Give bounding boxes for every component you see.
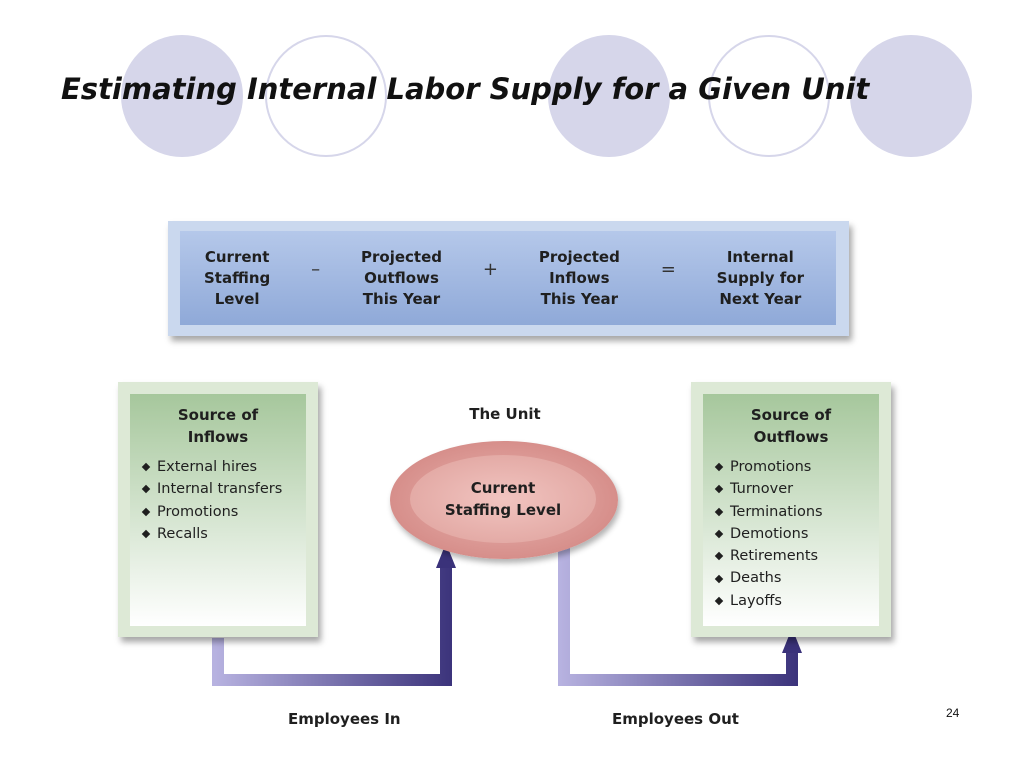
outflow-item-label: Layoffs xyxy=(730,592,782,609)
inflow-item-label: Internal transfers xyxy=(157,481,283,498)
equation-row: Current Staffing Level – Projected Outfl… xyxy=(180,231,836,325)
bullet-icon xyxy=(714,596,724,606)
unit-label: The Unit xyxy=(469,405,541,423)
outflows-list: Promotions Turnover Terminations Demotio… xyxy=(703,456,879,612)
outflow-item: Demotions xyxy=(713,523,879,545)
outflows-title: Source of Outflows xyxy=(750,406,832,446)
outflow-item: Turnover xyxy=(713,478,879,500)
employees-in-label: Employees In xyxy=(288,710,401,728)
plus-operator: + xyxy=(482,258,498,280)
outflow-item: Terminations xyxy=(713,501,879,523)
bullet-icon xyxy=(141,529,151,539)
equation-term-projected-inflows: Projected Inflows This Year xyxy=(538,247,620,308)
inflow-item: Recalls xyxy=(140,523,306,545)
outflow-item: Retirements xyxy=(713,545,879,567)
inflow-item: External hires xyxy=(140,456,306,478)
outflow-item-label: Demotions xyxy=(730,525,809,542)
outflows-panel: Source of Outflows Promotions Turnover T… xyxy=(703,394,879,626)
outflow-item-label: Retirements xyxy=(730,548,819,565)
inflows-title: Source of Inflows xyxy=(177,406,259,446)
decor-ring xyxy=(708,35,830,157)
employees-out-label: Employees Out xyxy=(612,710,739,728)
outflow-item-label: Promotions xyxy=(730,459,812,475)
equation-box: Current Staffing Level – Projected Outfl… xyxy=(168,221,849,336)
inflows-box: Source of Inflows External hires Interna… xyxy=(118,382,318,637)
employees-out-arrowhead xyxy=(782,628,802,653)
outflow-item-label: Turnover xyxy=(730,481,794,498)
outflow-item: Promotions xyxy=(713,456,879,478)
equation-term-internal-supply: Internal Supply for Next Year xyxy=(716,247,804,308)
outflow-item: Layoffs xyxy=(713,590,879,612)
inflow-item-label: External hires xyxy=(157,459,258,475)
inflow-item: Internal transfers xyxy=(140,478,306,500)
employees-in-arrowhead xyxy=(436,543,456,568)
outflow-item-label: Terminations xyxy=(730,503,823,520)
unit-oval: Current Staffing Level xyxy=(390,441,618,559)
bullet-icon xyxy=(714,552,724,561)
inflow-item: Promotions xyxy=(140,501,306,523)
decor-circle xyxy=(548,35,670,157)
decor-circle xyxy=(850,35,972,157)
equals-operator: = xyxy=(660,258,676,280)
inflows-panel: Source of Inflows External hires Interna… xyxy=(130,394,306,626)
inflow-item-label: Promotions xyxy=(157,503,239,520)
unit-oval-inner: Current Staffing Level xyxy=(410,455,596,543)
bullet-icon xyxy=(714,485,724,494)
bullet-icon xyxy=(141,507,151,516)
inflows-list: External hires Internal transfers Promot… xyxy=(130,456,306,545)
inflow-item-label: Recalls xyxy=(157,525,208,542)
bullet-icon xyxy=(141,462,151,472)
employees-in-arrow xyxy=(212,565,452,686)
bullet-icon xyxy=(714,462,724,472)
outflows-box: Source of Outflows Promotions Turnover T… xyxy=(691,382,891,637)
unit-center-label: Current Staffing Level xyxy=(444,479,562,519)
outflow-item: Deaths xyxy=(713,567,879,589)
bullet-icon xyxy=(714,529,724,539)
bullet-icon xyxy=(714,507,724,516)
equation-term-current-staffing: Current Staffing Level xyxy=(204,247,271,308)
page-number: 24 xyxy=(946,706,960,720)
slide-title: Estimating Internal Labor Supply for a G… xyxy=(61,72,870,106)
bullet-icon xyxy=(141,485,151,494)
outflow-item-label: Deaths xyxy=(730,570,782,587)
equation-term-projected-outflows: Projected Outflows This Year xyxy=(361,247,442,308)
employees-out-arrow xyxy=(558,545,798,686)
decor-ring xyxy=(265,35,387,157)
decor-circle xyxy=(121,35,243,157)
minus-operator: – xyxy=(311,258,321,280)
bullet-icon xyxy=(714,574,724,583)
